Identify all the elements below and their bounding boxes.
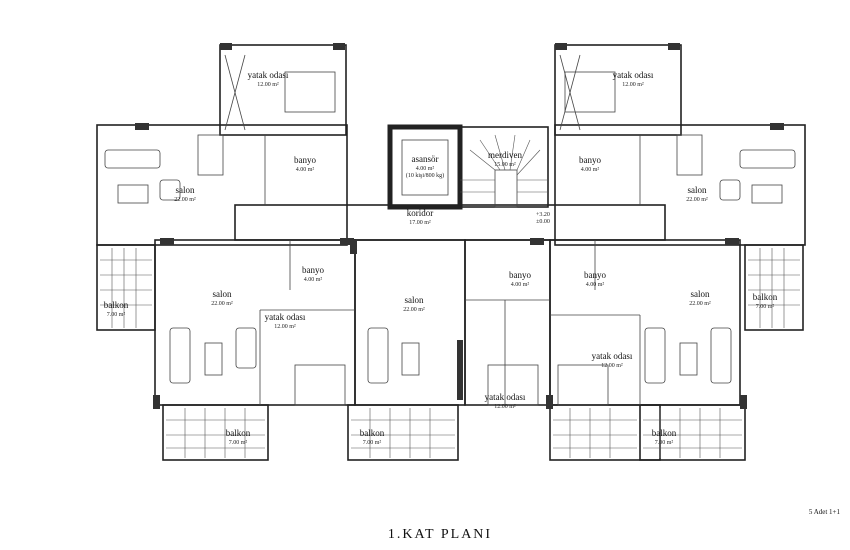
room-area: 22.00 m²: [211, 301, 233, 307]
elevator-capacity: (10 kişi/800 kg): [406, 172, 444, 179]
room-name: yatak odası: [613, 70, 654, 80]
room-area: 7.00 m²: [229, 440, 248, 446]
room-area: 22.00 m²: [686, 197, 708, 203]
room-name: yatak odası: [265, 312, 306, 322]
room-name: balkon: [226, 428, 251, 438]
room-name: salon: [176, 185, 195, 195]
room-name: balkon: [104, 300, 129, 310]
room-area: 7.00 m²: [655, 440, 674, 446]
room-name: asansör: [412, 154, 439, 164]
elevation-lower: ±0.00: [536, 219, 550, 225]
room-area: 12.00 m²: [601, 363, 623, 369]
room-area: 7.00 m²: [363, 440, 382, 446]
room-name: yatak odası: [592, 351, 633, 361]
room-area: 4.00 m²: [416, 166, 435, 172]
room-name: banyo: [294, 155, 316, 165]
room-name: balkon: [652, 428, 677, 438]
room-area: 12.00 m²: [257, 82, 279, 88]
room-area: 22.00 m²: [689, 301, 711, 307]
room-name: banyo: [584, 270, 606, 280]
room-area: 12.00 m²: [274, 324, 296, 330]
room-area: 22.00 m²: [174, 197, 196, 203]
room-area: 4.00 m²: [586, 282, 605, 288]
room-area: 7.00 m²: [756, 304, 775, 310]
room-name: merdiven: [488, 150, 522, 160]
room-area: 12.00 m²: [622, 82, 644, 88]
elevation-upper: +3.20: [536, 212, 550, 218]
room-name: yatak odası: [248, 70, 289, 80]
room-area: 12.00 m²: [494, 404, 516, 410]
unit-note: 5 Adet 1+1: [809, 508, 841, 516]
room-area: 17.00 m²: [409, 220, 431, 226]
room-name: balkon: [753, 292, 778, 302]
room-name: yatak odası: [485, 392, 526, 402]
room-name: salon: [405, 295, 424, 305]
room-area: 4.00 m²: [304, 277, 323, 283]
room-area: 4.00 m²: [511, 282, 530, 288]
room-area: 4.00 m²: [296, 167, 315, 173]
plan-title: 1.KAT PLANI: [388, 527, 492, 542]
room-area: 22.00 m²: [403, 307, 425, 313]
room-name: banyo: [509, 270, 531, 280]
room-name: banyo: [579, 155, 601, 165]
room-name: salon: [688, 185, 707, 195]
room-area: 7.00 m²: [107, 312, 126, 318]
room-area: 4.00 m²: [581, 167, 600, 173]
walls: [96, 43, 806, 461]
room-name: balkon: [360, 428, 385, 438]
room-labels: yatak odası 12.00 m² yatak odası 12.00 m…: [104, 70, 778, 446]
room-name: salon: [213, 289, 232, 299]
room-name: koridor: [407, 208, 434, 218]
room-area: 15.00 m²: [494, 162, 516, 168]
room-name: banyo: [302, 265, 324, 275]
room-name: salon: [691, 289, 710, 299]
